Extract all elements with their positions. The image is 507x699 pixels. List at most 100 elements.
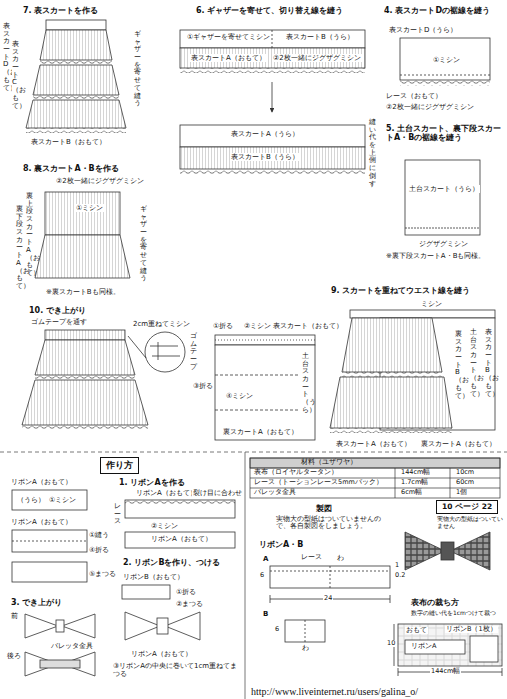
layered-skirt-drawing-part [350,310,495,318]
annotation: リボンA（おもて） [135,489,198,497]
ribbon-drawing-part [125,532,235,548]
hem-drawing-part [405,160,480,235]
layered-skirt-drawing-part [342,372,442,377]
lining-drawing-part [35,235,130,278]
annotation: 後ろ [6,652,22,660]
vertical-annotation: 裏スカートB（おもて） [455,330,462,401]
finished-skirt-drawing-part [22,425,148,430]
ribbon-drawing-part [25,614,95,638]
annotation: 60cm [455,479,475,486]
ribbon-drawing-part [122,585,170,599]
annotation: ②ミシン [243,322,272,330]
skirt-front-drawing-part [46,20,106,30]
gather-drawing-part [272,82,273,112]
vertical-annotation: ゴムテープ [190,332,197,372]
lining-drawing [35,192,130,278]
annotation: ①折る [212,322,234,330]
heading-box: 10 ページ 22 [436,500,498,514]
annotation: ④ミシン [225,392,254,400]
vertical-annotation: 表スカートB（おもて） [485,328,492,399]
annotation: リボンA（おもて） [10,518,73,526]
annotation: 実物大の型紙はついていませんので、各自製図をしましょう。 [275,516,392,531]
step-title: A [262,555,269,563]
lining-drawing-part [45,192,120,235]
annotation: バレッタ金具 [50,642,94,650]
separator-part [245,452,246,699]
annotation: ③リボンAの中央に巻いて1cm重ねてまつる [112,662,242,678]
vertical-annotation: 裏上段スカートA（おもて） [26,192,33,279]
annotation: ※裏スカートBも同様。 [45,288,121,296]
vertical-annotation: 表スカートD（おもて） [3,22,10,93]
finished-skirt-drawing-part [35,340,135,375]
material-table-part [250,468,500,498]
vertical-annotation: 土台スカート（うら） [302,352,309,416]
annotation: 表スカートA（おもて） [190,54,267,62]
vertical-annotation: ギャザーを寄せて縫う [140,205,147,284]
pattern-drawing-part [405,532,490,570]
gather-drawing-part [272,30,273,48]
step-title: 9. スカートを重ねてウエスト線を縫う [330,286,471,295]
annotation: ①ミシン [48,496,77,504]
annotation: ①ミシン [75,204,104,212]
step-title: リボンA・B [258,540,304,549]
annotation: 表スカートA（うら） [230,130,300,138]
annotation: 1個 [455,489,468,496]
separator-part [0,452,507,453]
vertical-annotation: 土台スカート（おもて） [470,328,477,399]
annotation: 1.7cm幅 [400,479,429,486]
annotation: ②2枚一緒にジグザグミシン [385,103,475,111]
annotation: ②ミシン [150,522,179,530]
annotation: ①折る [175,588,197,596]
annotation: 数字の縫い代を1cmつけて裁つ [410,610,504,617]
pattern-drawing [270,532,502,676]
hem-drawing-part [400,80,490,86]
hem-drawing-part [400,75,490,76]
ribbon-drawing-part [25,652,95,676]
step-title: 表布の裁ち方 [410,598,460,607]
gather-drawing-part [180,125,365,147]
hem-drawing-part [400,38,490,80]
gather-drawing [180,30,365,174]
step-title: 製図 [315,504,333,513]
ribbon-drawing-part [12,490,87,510]
annotation: 24 [323,595,333,602]
step-title: 1. リボンAを作る [118,478,186,487]
ribbon-drawing-part [125,500,235,504]
finished-skirt-drawing-part [150,342,180,360]
layered-skirt-drawing-part [330,377,452,428]
annotation: ③折る [192,382,214,390]
ribbon-drawing-part [125,612,200,640]
annotation: 6 [259,572,265,579]
finished-skirt-drawing-part [215,345,315,440]
step-title: 5. 土台スカート、裏下段スカートA・Bの裾線を縫う [385,124,505,142]
annotation: レース（トーションレース5mmパック） [253,479,384,486]
annotation: ミシン [420,300,443,308]
pattern-drawing-part [405,640,465,654]
ribbon-drawing-part [12,530,87,552]
heading-text: 10 ページ 22 [442,502,492,512]
ribbon-drawing-part [40,660,80,668]
annotation: 実物大の型紙はついていません [436,516,504,530]
ribbon-drawing-part [56,620,64,632]
annotation: リボンB（おもて） [122,573,185,581]
annotation: 144cm幅 [430,668,461,675]
step-title: 4. 表スカートDの裾線を縫う [383,6,491,15]
finished-skirt-drawing [22,330,315,440]
skirt-front-drawing-part [33,65,119,95]
annotation: 表スカートA（おもて） [335,440,412,448]
pattern-drawing-part [398,624,502,666]
annotation: 表布（ロイヤルタータン） [253,469,339,476]
annotation: 10 [386,640,396,647]
annotation: 前 [10,612,19,620]
annotation: バレッタ金具 [253,489,297,496]
gather-drawing-part [180,30,365,48]
annotation: リボンB（1枚） [445,626,498,633]
finished-skirt-drawing-part [215,335,315,345]
layered-skirt-drawing [330,310,495,433]
finished-skirt-drawing-part [145,332,185,372]
finished-skirt-drawing-part [45,330,125,340]
material-table-part [250,458,500,498]
annotation: ①ミシン [432,56,461,64]
annotation: 土台スカート（うら） [408,185,480,193]
